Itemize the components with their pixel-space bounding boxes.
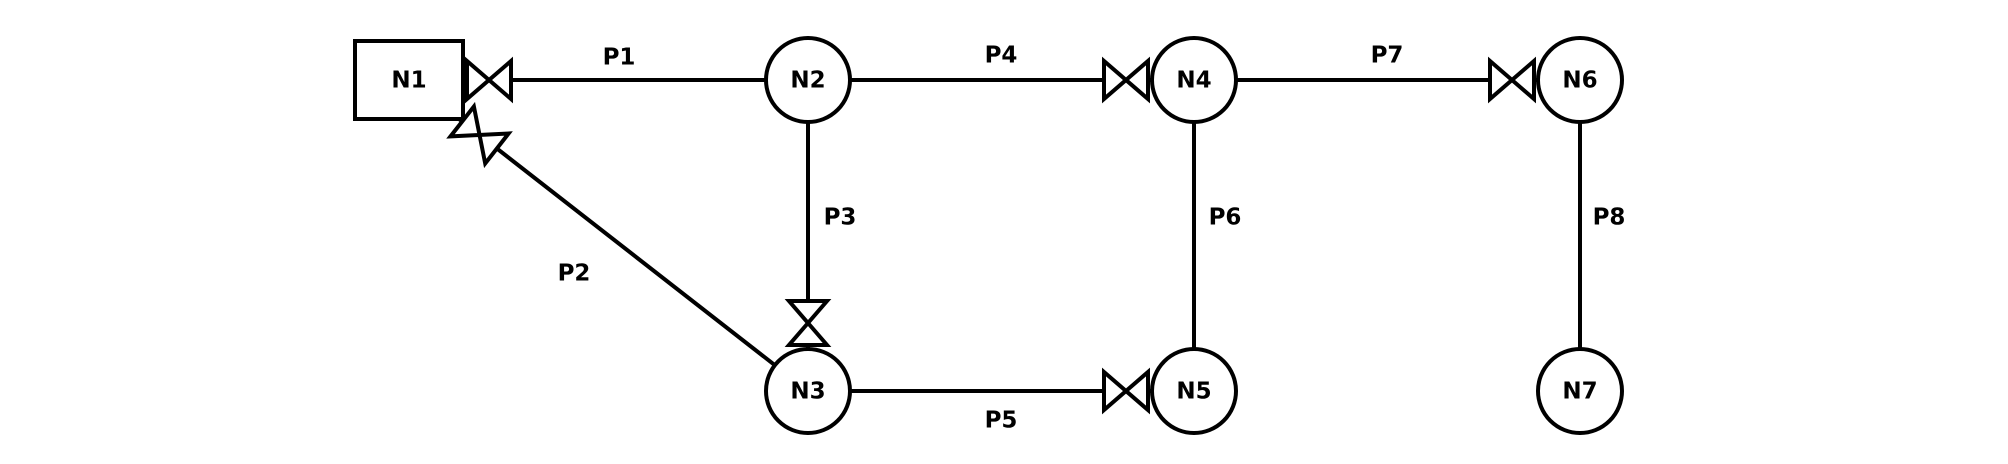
node-n5	[1150, 347, 1238, 435]
node-label-n5: N5	[1176, 379, 1211, 405]
pipe-label-p3: P3	[824, 205, 857, 231]
node-n1	[353, 39, 465, 121]
node-label-n6: N6	[1562, 68, 1597, 94]
pipe-label-p1: P1	[603, 45, 636, 71]
node-n6	[1536, 36, 1624, 124]
node-label-n2: N2	[790, 68, 825, 94]
node-label-n3: N3	[790, 379, 825, 405]
valves-layer	[446, 56, 1536, 415]
node-label-n1: N1	[391, 68, 426, 94]
node-label-n7: N7	[1562, 379, 1597, 405]
pipe-p2	[457, 117, 777, 367]
node-n7	[1536, 347, 1624, 435]
pipe-label-p7: P7	[1371, 43, 1404, 69]
node-label-n4: N4	[1176, 68, 1211, 94]
node-n4	[1150, 36, 1238, 124]
valve-p1-icon	[465, 56, 513, 104]
pipe-label-p5: P5	[985, 408, 1018, 434]
node-n2	[764, 36, 852, 124]
valve-p7-icon	[1488, 56, 1536, 104]
pipe-label-p6: P6	[1209, 205, 1242, 231]
pipe-label-p2: P2	[558, 261, 591, 287]
valve-p4-icon	[1102, 56, 1150, 104]
valve-p3-icon	[784, 299, 832, 347]
pipe-label-p8: P8	[1593, 205, 1626, 231]
pipe-label-p4: P4	[985, 43, 1018, 69]
valve-p5-icon	[1102, 367, 1150, 415]
node-n3	[764, 347, 852, 435]
pipes-layer	[457, 78, 1582, 393]
valve-p2-icon	[446, 101, 513, 169]
